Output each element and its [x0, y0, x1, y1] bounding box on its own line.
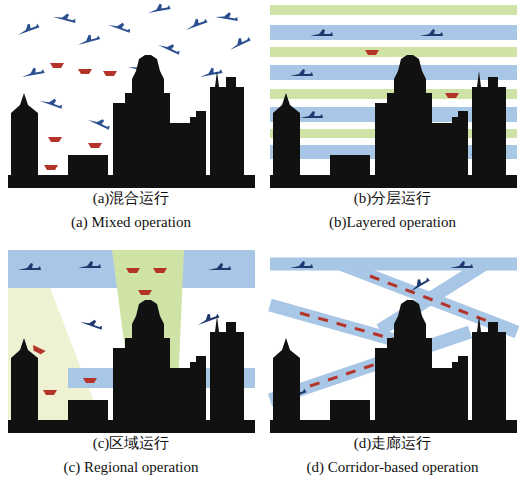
panel-caption: (c)区域运行(c) Regional operation	[0, 431, 262, 479]
drone	[126, 268, 140, 273]
drone	[43, 390, 57, 395]
aircraft	[290, 69, 313, 76]
drone	[44, 165, 58, 170]
aircraft	[16, 21, 40, 35]
drone	[50, 63, 64, 68]
aircraft	[21, 66, 45, 77]
aircraft	[407, 274, 430, 292]
caption-text: (d) Corridor-based operation	[262, 455, 523, 479]
aircraft	[450, 261, 473, 268]
aircraft	[199, 66, 223, 77]
panel-caption: (a)混合运行(a) Mixed operation	[0, 186, 262, 234]
drone	[78, 69, 92, 74]
drone	[365, 50, 379, 55]
drone	[138, 290, 152, 295]
aircraft	[208, 263, 231, 270]
aircraft	[215, 10, 239, 21]
aircraft	[80, 315, 104, 329]
regional-panel	[8, 250, 255, 433]
caption-text: (b)分层运行	[262, 186, 523, 210]
green-layer	[270, 47, 517, 57]
aircraft	[300, 111, 323, 118]
drone-group	[44, 63, 117, 170]
aircraft	[227, 34, 251, 50]
drone	[83, 378, 97, 383]
panel-caption: (b)分层运行(b)Layered operation	[262, 186, 523, 234]
city-skyline	[270, 300, 517, 433]
caption-text: (d)走廊运行	[262, 431, 523, 455]
aircraft	[40, 94, 64, 108]
layered-panel	[270, 5, 517, 188]
panel-cell: (d)走廊运行(d) Corridor-based operation	[262, 245, 523, 487]
aircraft	[53, 10, 77, 23]
aircraft	[196, 311, 220, 325]
drone-track	[370, 276, 490, 322]
caption-text: (c) Regional operation	[0, 455, 262, 479]
drone	[31, 345, 46, 355]
blue-layer	[270, 65, 517, 80]
aircraft	[147, 2, 171, 13]
aircraft	[88, 114, 112, 130]
panel-cell: (b)分层运行(b)Layered operation	[262, 0, 523, 240]
blue-layer	[270, 25, 517, 40]
corridor	[380, 264, 485, 330]
aircraft	[18, 263, 41, 270]
aircraft	[184, 16, 208, 30]
aircraft	[76, 32, 100, 45]
drone	[445, 93, 459, 98]
panel-cell: (a)混合运行(a) Mixed operation	[0, 0, 262, 240]
green-layer	[270, 5, 517, 15]
caption-text: (a) Mixed operation	[0, 210, 262, 234]
panel-caption: (d)走廊运行(d) Corridor-based operation	[262, 431, 523, 479]
drone	[103, 71, 117, 76]
aircraft-group	[18, 261, 242, 351]
aircraft	[290, 261, 313, 268]
aircraft	[420, 29, 443, 36]
caption-text: (a)混合运行	[0, 186, 262, 210]
aircraft	[78, 261, 101, 268]
aircraft	[310, 29, 333, 36]
mixed-panel	[8, 2, 255, 188]
aircraft	[108, 18, 132, 32]
city-skyline	[8, 300, 255, 433]
city-skyline	[270, 55, 517, 188]
drone-track	[300, 313, 400, 341]
city-skyline	[8, 55, 255, 188]
drone	[88, 143, 102, 148]
corridor	[340, 264, 517, 332]
drone	[48, 137, 62, 142]
caption-text: (c)区域运行	[0, 431, 262, 455]
panel-cell: (c)区域运行(c) Regional operation	[0, 245, 262, 487]
caption-text: (b)Layered operation	[262, 210, 523, 234]
aircraft	[158, 39, 182, 55]
corridor-panel	[270, 261, 517, 433]
drone	[153, 268, 167, 273]
